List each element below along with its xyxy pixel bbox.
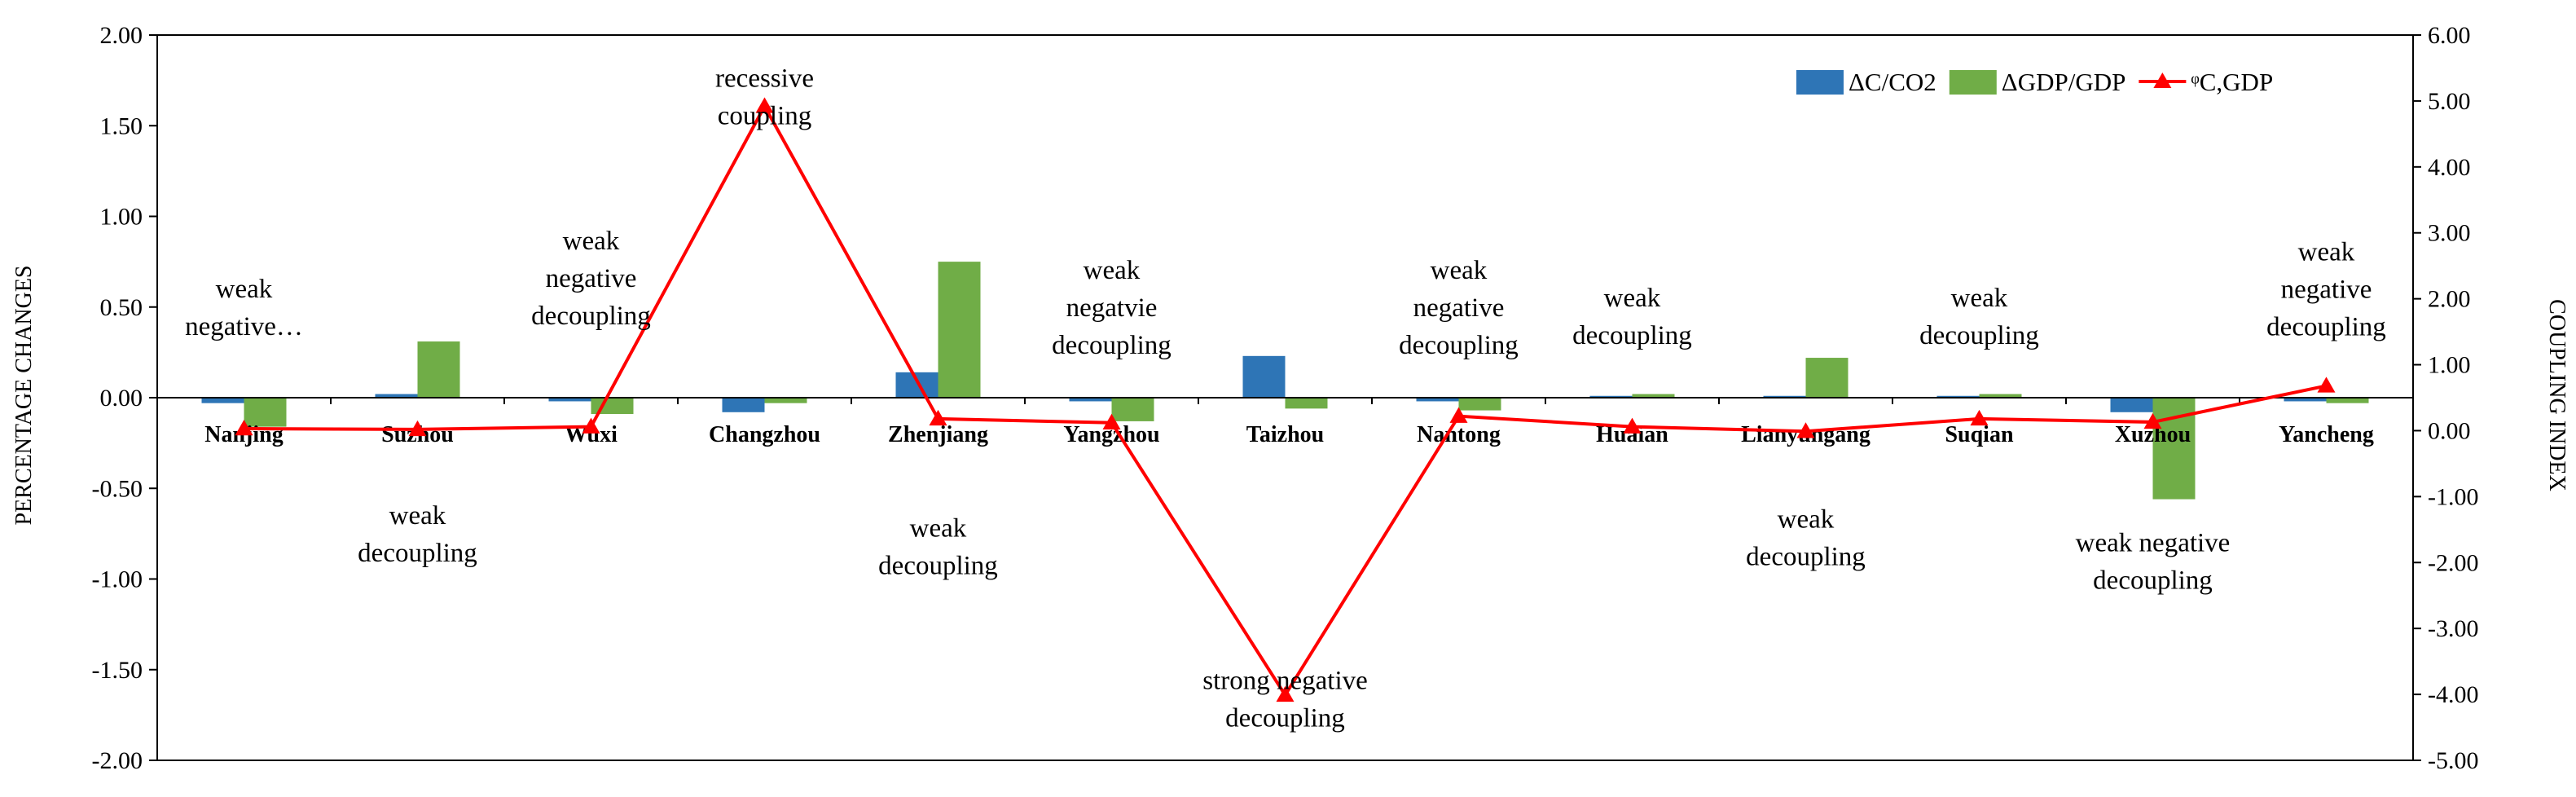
category-label: Yancheng xyxy=(2279,422,2374,447)
bar-nanjing-s0 xyxy=(201,398,244,403)
bar-suqian-s1 xyxy=(1979,394,2022,398)
y-tick-label: 0.50 xyxy=(100,294,143,321)
coupling-line-series xyxy=(235,97,2336,702)
y-tick-label: -0.50 xyxy=(92,475,143,502)
y-tick-label: 1.00 xyxy=(100,204,143,231)
y2-tick-label: -3.00 xyxy=(2428,615,2479,642)
legend-label: ΔGDP/GDP xyxy=(2002,68,2126,96)
y-tick-label: 2.00 xyxy=(100,22,143,49)
bar-nantong-s0 xyxy=(1416,398,1459,402)
line-marker-taizhou xyxy=(1276,685,1295,702)
bar-yangzhou-s1 xyxy=(1111,398,1154,421)
line-marker-lianyungang xyxy=(1796,422,1815,438)
y2-tick-label: 6.00 xyxy=(2428,22,2471,49)
bar-huaian-s1 xyxy=(1632,394,1675,398)
bar-taizhou-s1 xyxy=(1285,398,1328,409)
y2-tick-label: -1.00 xyxy=(2428,483,2479,510)
right-axis: -5.00 -4.00 -3.00 -2.00 -1.00 0.00 1.00 2.00 3.0… xyxy=(2413,22,2479,774)
y-tick-label: 0.00 xyxy=(100,385,143,412)
line-marker-yangzhou xyxy=(1102,413,1121,429)
bar-xuzhou-s0 xyxy=(2110,398,2153,412)
y2-tick-label: -5.00 xyxy=(2428,747,2479,774)
category-label: Zhenjiang xyxy=(888,422,988,447)
bar-taizhou-s0 xyxy=(1242,355,1286,398)
y-axis-title: PERCENTAGE CHANGES xyxy=(11,266,37,526)
line-marker-suzhou xyxy=(408,420,427,437)
legend-label: ᵠC,GDP xyxy=(2191,68,2273,96)
bar-suqian-s0 xyxy=(1936,395,1980,398)
legend-label: ΔC/CO2 xyxy=(1848,68,1936,96)
y2-tick-label: 4.00 xyxy=(2428,154,2471,181)
category-label: Taizhou xyxy=(1246,422,1324,447)
category-label: Suqian xyxy=(1945,422,2013,447)
y2-tick-label: 3.00 xyxy=(2428,220,2471,247)
category-axis xyxy=(156,397,2414,404)
bar-suzhou-s0 xyxy=(375,394,418,398)
line-marker-xuzhou xyxy=(2143,412,2162,429)
y2-tick-label: -4.00 xyxy=(2428,681,2479,708)
line-marker-yancheng xyxy=(2317,376,2336,393)
legend-swatch-s0 xyxy=(1796,70,1844,95)
y2-tick-label: 2.00 xyxy=(2428,286,2471,313)
y2-tick-label: 0.00 xyxy=(2428,417,2471,444)
category-label: Nantong xyxy=(1417,422,1501,447)
bar-changzhou-s0 xyxy=(722,398,765,412)
bar-lianyungang-s0 xyxy=(1763,395,1806,398)
y-tick-label: 1.50 xyxy=(100,112,143,139)
line-marker-zhenjiang xyxy=(929,409,947,426)
y2-tick-label: 5.00 xyxy=(2428,88,2471,115)
line-marker-suqian xyxy=(1970,409,1989,426)
bar-wuxi-s0 xyxy=(548,398,591,402)
y-tick-label: -1.00 xyxy=(92,566,143,593)
bar-nantong-s1 xyxy=(1458,398,1501,411)
line-marker-huaian xyxy=(1623,417,1642,434)
bar-zhenjiang-s1 xyxy=(938,262,981,398)
bar-yancheng-s1 xyxy=(2326,398,2369,403)
line-marker-nanjing xyxy=(235,420,253,436)
bar-yancheng-s0 xyxy=(2284,398,2327,402)
line-marker-changzhou xyxy=(755,97,774,113)
line-marker-wuxi xyxy=(582,417,600,434)
y2-tick-label: -2.00 xyxy=(2428,549,2479,576)
y-tick-label: -2.00 xyxy=(92,747,143,774)
bar-suzhou-s1 xyxy=(417,341,460,398)
legend-swatch-marker xyxy=(2153,73,2172,88)
y2-axis-title: COUPLING INDEX xyxy=(2544,299,2569,491)
legend: ΔC/CO2 ΔGDP/GDP ᵠC,GDP xyxy=(1796,68,2273,96)
bar-huaian-s0 xyxy=(1589,395,1633,398)
bar-lianyungang-s1 xyxy=(1805,358,1848,398)
legend-swatch-s1 xyxy=(1949,70,1997,95)
category-labels: NanjingSuzhouWuxiChangzhouZhenjiangYangz… xyxy=(204,422,2374,447)
y-tick-label: -1.50 xyxy=(92,657,143,684)
bar-zhenjiang-s0 xyxy=(895,372,939,398)
line-marker-nantong xyxy=(1449,407,1468,423)
bar-changzhou-s1 xyxy=(764,398,807,403)
bar-marks xyxy=(201,262,2369,500)
y2-tick-label: 1.00 xyxy=(2428,352,2471,379)
bar-nanjing-s1 xyxy=(244,398,287,427)
left-axis: -2.00 -1.50 -1.00 -0.50 0.00 0.50 1.00 1.50 2.00 xyxy=(92,22,157,774)
category-label: Changzhou xyxy=(709,422,820,447)
bar-yangzhou-s0 xyxy=(1069,398,1112,402)
